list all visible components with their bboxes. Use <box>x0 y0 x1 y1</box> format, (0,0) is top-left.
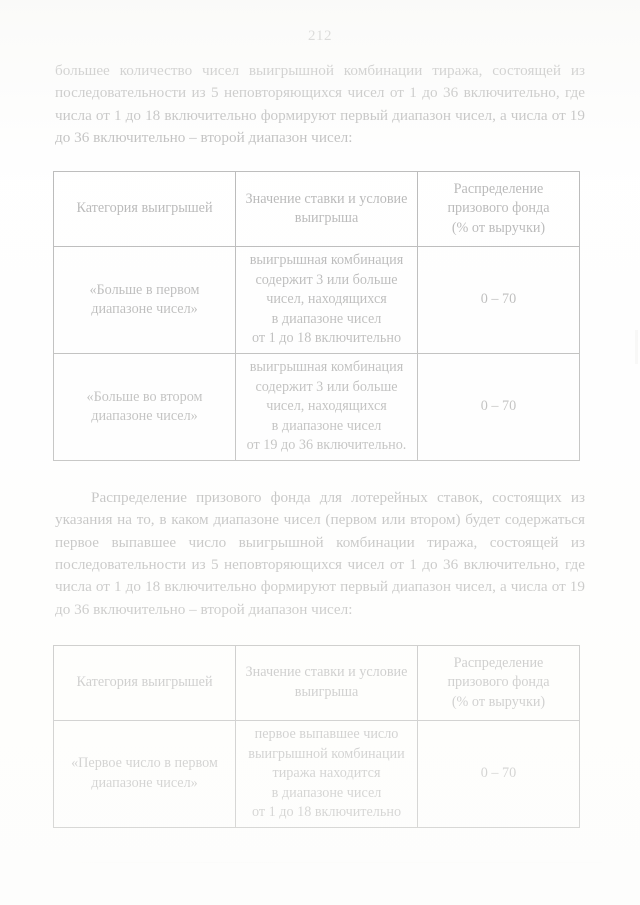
table-row: «Больше в первом диапазоне чисел» выигры… <box>53 246 580 355</box>
table-header-row: Категория выигрышей Значение ставки и ус… <box>53 171 580 248</box>
condition-line-5: от 19 до 36 включительно. <box>246 437 407 454</box>
scan-edge-artifact <box>635 330 638 364</box>
cell-condition: выигрышная комбинация содержит 3 или бол… <box>235 246 418 355</box>
condition-line-5: от 1 до 18 включительно <box>251 330 402 347</box>
header-share-line-2: призового фонда <box>447 674 550 691</box>
spacer-after-table-1 <box>55 461 585 487</box>
header-category-text: Категория выигрышей <box>76 674 213 691</box>
condition-line-3: чисел, находящихся <box>266 398 387 415</box>
condition-line-3: тиража находится <box>272 765 381 782</box>
condition-line-4: в диапазоне чисел <box>271 417 382 434</box>
category-line-1: «Больше в первом <box>89 281 200 298</box>
category-line-2: диапазоне чисел» <box>91 774 198 791</box>
cell-share: 0 – 70 <box>417 246 580 355</box>
condition-line-1: первое выпавшее число <box>254 726 399 743</box>
table-1-header: Категория выигрышей Значение ставки и ус… <box>53 171 580 248</box>
header-share-line-2: призового фонда <box>447 200 550 217</box>
condition-line-4: в диапазоне чисел <box>271 310 382 327</box>
header-condition-line-1: Значение ставки и условие <box>245 664 408 681</box>
category-line-2: диапазоне чисел» <box>91 301 198 318</box>
condition-line-2: содержит 3 или больше <box>255 271 398 288</box>
page-number: 212 <box>308 28 332 44</box>
table-1-body: «Больше в первом диапазоне чисел» выигры… <box>53 246 580 462</box>
header-cell-condition: Значение ставки и условие выигрыша <box>235 644 418 721</box>
cell-condition: первое выпавшее число выигрышной комбина… <box>235 719 418 828</box>
cell-category: «Первое число в первом диапазоне чисел» <box>53 719 236 828</box>
header-condition-line-1: Значение ставки и условие <box>245 190 408 207</box>
table-header-row: Категория выигрышей Значение ставки и ус… <box>53 644 580 721</box>
spacer-before-table-1 <box>55 149 585 171</box>
share-value: 0 – 70 <box>480 398 517 415</box>
header-cell-category: Категория выигрышей <box>53 644 236 721</box>
table-row: «Больше во втором диапазоне чисел» выигр… <box>53 353 580 462</box>
page-content: большее количество чисел выигрышной комб… <box>53 60 585 828</box>
prize-fund-table-1: Категория выигрышей Значение ставки и ус… <box>53 171 580 462</box>
condition-line-5: от 1 до 18 включительно <box>251 804 402 821</box>
share-value: 0 – 70 <box>480 291 517 308</box>
header-condition-line-2: выигрыша <box>294 210 359 227</box>
cell-category: «Больше во втором диапазоне чисел» <box>53 353 236 462</box>
share-value: 0 – 70 <box>480 765 517 782</box>
cell-share: 0 – 70 <box>417 353 580 462</box>
table-2-header: Категория выигрышей Значение ставки и ус… <box>53 644 580 721</box>
condition-line-1: выигрышная комбинация <box>249 359 404 376</box>
header-cell-condition: Значение ставки и условие выигрыша <box>235 171 418 248</box>
category-line-1: «Первое число в первом <box>71 755 218 772</box>
header-share-line-3: (% от выручки) <box>451 219 546 236</box>
cell-category: «Больше в первом диапазоне чисел» <box>53 246 236 355</box>
header-cell-share: Распределение призового фонда (% от выру… <box>417 644 580 721</box>
category-line-1: «Больше во втором <box>86 388 203 405</box>
paragraph-second: Распределение призового фонда для лотере… <box>55 489 585 618</box>
header-cell-share: Распределение призового фонда (% от выру… <box>417 171 580 248</box>
header-share-line-3: (% от выручки) <box>451 693 546 710</box>
cell-share: 0 – 70 <box>417 719 580 828</box>
condition-line-2: содержит 3 или больше <box>255 378 398 395</box>
cell-condition: выигрышная комбинация содержит 3 или бол… <box>235 353 418 462</box>
table-2-body: «Первое число в первом диапазоне чисел» … <box>53 719 580 828</box>
table-row: «Первое число в первом диапазоне чисел» … <box>53 719 580 828</box>
header-share-line-1: Распределение <box>453 654 544 671</box>
condition-line-4: в диапазоне чисел <box>271 784 382 801</box>
spacer-before-table-2 <box>55 621 585 645</box>
condition-line-1: выигрышная комбинация <box>249 252 404 269</box>
header-share-line-1: Распределение <box>453 180 544 197</box>
category-line-2: диапазоне чисел» <box>91 408 198 425</box>
scan-streak-artifact <box>36 862 602 863</box>
condition-line-3: чисел, находящихся <box>266 291 387 308</box>
paragraph-first: большее количество чисел выигрышной комб… <box>55 62 585 146</box>
header-cell-category: Категория выигрышей <box>53 171 236 248</box>
header-category-text: Категория выигрышей <box>76 200 213 217</box>
prize-fund-table-2: Категория выигрышей Значение ставки и ус… <box>53 644 580 828</box>
header-condition-line-2: выигрыша <box>294 683 359 700</box>
condition-line-2: выигрышной комбинации <box>248 745 405 762</box>
